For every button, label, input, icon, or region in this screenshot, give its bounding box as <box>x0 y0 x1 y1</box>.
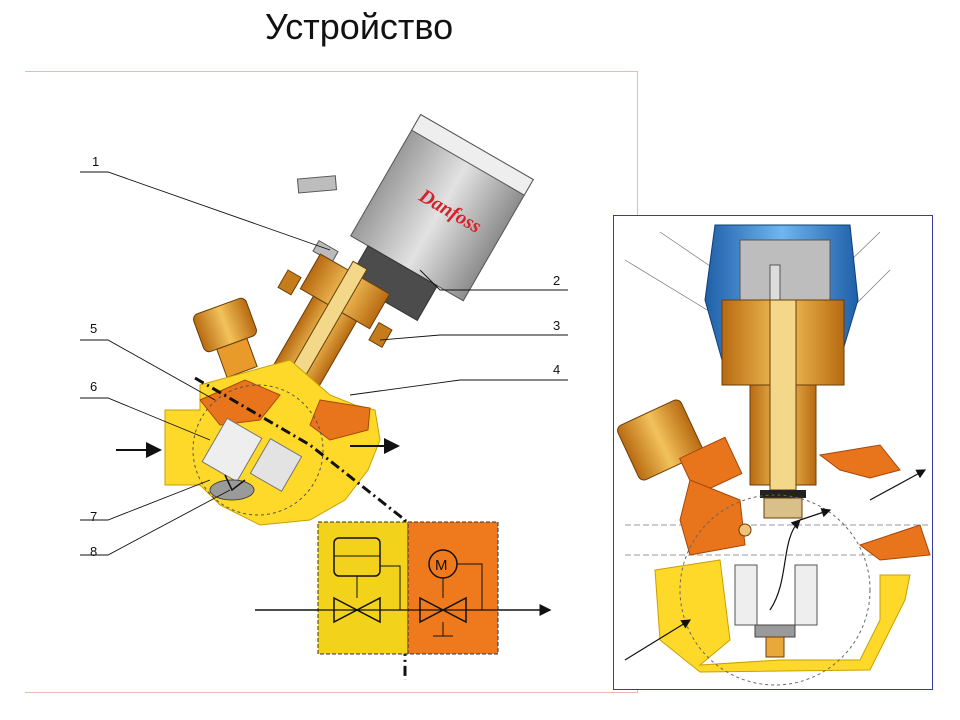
callout-5: 5 <box>90 321 97 336</box>
detail-measuring-nipple <box>617 399 743 496</box>
detail-body-orange <box>679 444 931 561</box>
manual-lever <box>296 175 338 194</box>
callout-3: 3 <box>553 318 560 333</box>
callout-7: 7 <box>90 509 97 524</box>
callout-6: 6 <box>90 379 97 394</box>
valve-body <box>164 359 381 526</box>
page-title: Устройство <box>264 6 454 47</box>
detail-flow-arrows <box>624 469 927 661</box>
callout-leaders <box>80 171 568 556</box>
valve-symbol-icon <box>333 596 381 624</box>
detail-body-yellow <box>654 494 911 686</box>
callout-8: 8 <box>90 544 97 559</box>
motor-symbol-icon: M <box>428 549 483 610</box>
svg-text:M: M <box>435 557 448 574</box>
scheme-valve-block <box>317 521 409 655</box>
callout-2: 2 <box>553 273 560 288</box>
actuator: Danfoss <box>312 113 534 322</box>
measuring-nipple <box>193 297 258 379</box>
callout-1: 1 <box>92 154 99 169</box>
callout-4: 4 <box>553 362 560 377</box>
callout-labels: 1 2 3 4 5 6 7 8 <box>90 154 560 559</box>
function-scheme: M <box>255 521 552 655</box>
control-valve-symbol-icon <box>419 596 467 637</box>
detail-brass-insert <box>721 299 845 519</box>
scheme-actuator-block <box>407 521 499 655</box>
